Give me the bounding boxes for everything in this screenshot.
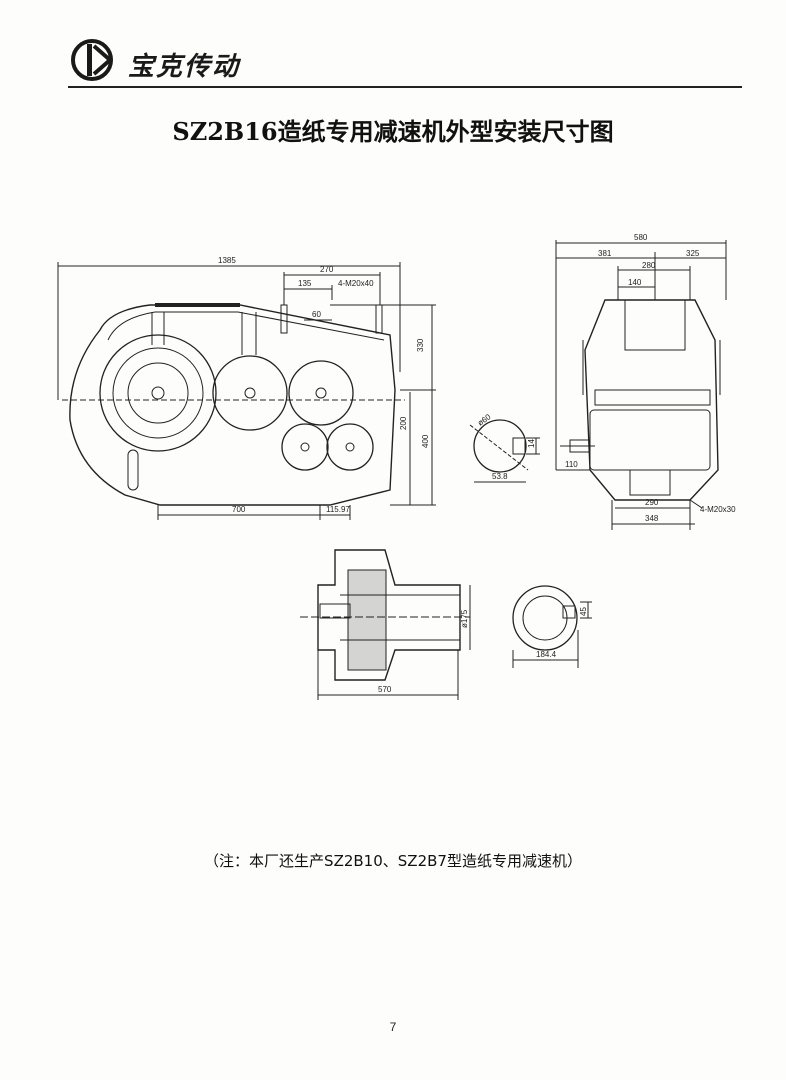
dim-height-200: 200 bbox=[399, 416, 408, 430]
page-number: 7 bbox=[389, 1020, 397, 1034]
dim-side-381: 381 bbox=[598, 249, 612, 258]
dim-hollow-key-45: 45 bbox=[579, 607, 588, 616]
dim-offset-60: 60 bbox=[312, 310, 321, 319]
dim-shaft-dia: ø60 bbox=[476, 412, 493, 428]
dim-side-580: 580 bbox=[634, 233, 648, 242]
dim-hollow-len: 570 bbox=[378, 685, 392, 694]
dim-side-110: 110 bbox=[565, 460, 578, 469]
ring-section bbox=[512, 585, 592, 668]
front-view bbox=[57, 262, 436, 520]
dim-bolt-spacing: 270 bbox=[320, 265, 334, 274]
page-header: 宝克传动 bbox=[70, 38, 746, 88]
dim-bolt-offset: 135 bbox=[298, 279, 312, 288]
dim-side-280: 280 bbox=[642, 261, 656, 270]
dim-side-325: 325 bbox=[686, 249, 700, 258]
dim-base-11597: 115.97 bbox=[326, 505, 350, 514]
shaft-section bbox=[469, 419, 540, 483]
dim-side-290: 290 bbox=[645, 498, 659, 507]
dim-side-140: 140 bbox=[628, 278, 642, 287]
dim-hollow-key-1844: 184.4 bbox=[536, 650, 557, 659]
page-title: SZ2B16造纸专用减速机外型安装尺寸图 bbox=[172, 117, 614, 146]
side-view bbox=[555, 240, 727, 530]
dim-keyway-14: 14 bbox=[527, 439, 536, 448]
hollow-shaft-section bbox=[300, 549, 471, 700]
dim-side-348: 348 bbox=[645, 514, 659, 523]
dim-overall-length: 1385 bbox=[218, 256, 236, 265]
dim-hollow-dia: ø175 bbox=[460, 609, 469, 628]
company-logo-icon bbox=[71, 39, 114, 81]
footnote: （注：本厂还生产SZ2B10、SZ2B7型造纸专用减速机） bbox=[204, 852, 582, 870]
dim-bolt-spec-side: 4-M20x30 bbox=[700, 505, 736, 514]
dim-base-700: 700 bbox=[232, 505, 246, 514]
dim-bolt-spec-top: 4-M20x40 bbox=[338, 279, 374, 288]
header-divider bbox=[68, 86, 742, 88]
dim-keyway-538: 53.8 bbox=[492, 472, 508, 481]
dim-height-330: 330 bbox=[416, 338, 425, 352]
dim-height-400: 400 bbox=[421, 434, 430, 448]
brand-name: 宝克传动 bbox=[128, 52, 241, 82]
